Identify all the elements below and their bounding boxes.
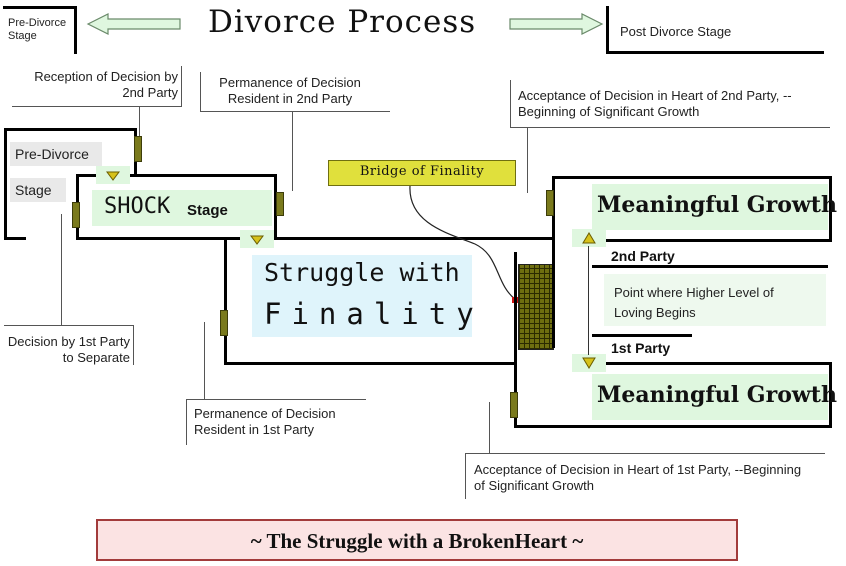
growth-top-bg [592, 184, 828, 230]
predivorce-left [4, 128, 7, 240]
footer-text: ~ The Struggle with a BrokenHeart ~ [250, 529, 584, 553]
predivorce-bottom [4, 237, 26, 240]
tab-acceptance-1st [510, 392, 518, 418]
label-pre-divorce: Pre-Divorce [15, 146, 89, 162]
leader-reception-h [12, 106, 182, 107]
leader-dec1-h [4, 325, 134, 326]
growth-bottom-border [514, 425, 832, 428]
label-first-party: 1st Party [611, 340, 671, 356]
party-line-bottom [592, 334, 692, 337]
divider-inner [552, 176, 555, 348]
struggle-label-bg [252, 255, 472, 337]
arrow-right-icon [509, 13, 604, 35]
shock-right [274, 174, 277, 238]
triangle-down-icon [250, 235, 264, 245]
leader-reception-top [181, 66, 182, 107]
leader-perm2-left [200, 72, 201, 112]
shock-bottom [76, 237, 554, 240]
label-growth-bottom: Meaningful Growth [597, 382, 837, 408]
tab-reception [134, 136, 142, 162]
leader-dec1-v [61, 214, 62, 326]
leader-acc1-left [465, 453, 466, 499]
top-right-label: Post Divorce Stage [620, 24, 732, 39]
label-struggle-line1: Struggle with [264, 258, 460, 287]
growth-top-bottom [590, 239, 832, 242]
growth-top-right [829, 176, 832, 242]
struggle-left [224, 237, 227, 365]
top-left-bracket [3, 6, 77, 9]
higher-level-bg [604, 274, 826, 326]
struggle-bottom [224, 362, 514, 365]
tab-permanence-1st [220, 310, 228, 336]
label-permanence-1st: Permanence of Decision Resident in 1st P… [194, 406, 336, 437]
label-shock: SHOCK [104, 194, 171, 219]
divider-main [514, 252, 517, 428]
leader-acc2-left [510, 80, 511, 128]
party-line-top [592, 265, 828, 268]
leader-acc1-v [489, 402, 490, 454]
leader-perm1-left [186, 399, 187, 445]
shock-label-bg [92, 190, 272, 226]
label-acceptance-2nd: Acceptance of Decision in Heart of 2nd P… [518, 88, 792, 119]
predivorce-label-bg [10, 142, 102, 166]
label-growth-top: Meaningful Growth [597, 192, 837, 218]
triangle-up-icon [582, 232, 596, 244]
leader-reception-v [139, 106, 140, 136]
leader-perm1-h [186, 399, 366, 400]
label-reception: Reception of Decision by 2nd Party [34, 69, 178, 100]
triangle-down-icon [582, 357, 596, 369]
leader-perm2-v [292, 111, 293, 191]
leader-acc2-v [527, 127, 528, 193]
label-struggle-line2: Finality [264, 297, 484, 331]
label-permanence-2nd: Permanence of Decision Resident in 2nd P… [219, 75, 361, 106]
growth-top-border [552, 176, 832, 179]
arrow-connector [588, 246, 589, 355]
tab-permanence-2nd [276, 192, 284, 216]
predivorce-top [4, 128, 137, 131]
leader-dec1-right [133, 325, 134, 365]
growth-bottom-right [829, 362, 832, 428]
label-acceptance-1st: Acceptance of Decision in Heart of 1st P… [474, 462, 802, 493]
bridge-curve [409, 185, 517, 301]
leader-acc2-h [510, 127, 830, 128]
growth-bottom-bg [592, 374, 828, 420]
bridge-block [518, 264, 554, 350]
page-title: Divorce Process [208, 4, 477, 40]
leader-perm1-v [204, 322, 205, 400]
arrow-left-icon [86, 13, 181, 35]
triangle-down-icon [106, 171, 120, 181]
shock-top [76, 174, 276, 177]
growth-bottom-top [590, 362, 832, 365]
leader-acc1-h [465, 453, 825, 454]
top-right-bracket-v [606, 6, 609, 54]
label-stage: Stage [15, 182, 52, 198]
top-right-bracket [606, 51, 824, 54]
label-higher-level: Point where Higher Level of Loving Begin… [614, 285, 774, 320]
top-left-label: Pre-Divorce Stage [8, 17, 67, 42]
label-shock-stage: Stage [187, 202, 228, 219]
top-left-bracket-v [74, 6, 77, 54]
tab-acceptance-2nd [546, 190, 554, 216]
label-bridge: Bridge of Finality [359, 164, 485, 179]
tab-decision-1st [72, 202, 80, 228]
bridge-label-box [328, 160, 516, 186]
label-decision-1st: Decision by 1st Party to Separate [7, 334, 130, 365]
footer-box [96, 519, 738, 561]
leader-perm2-h [200, 111, 390, 112]
label-second-party: 2nd Party [611, 248, 675, 264]
stage-label-bg [10, 178, 66, 202]
